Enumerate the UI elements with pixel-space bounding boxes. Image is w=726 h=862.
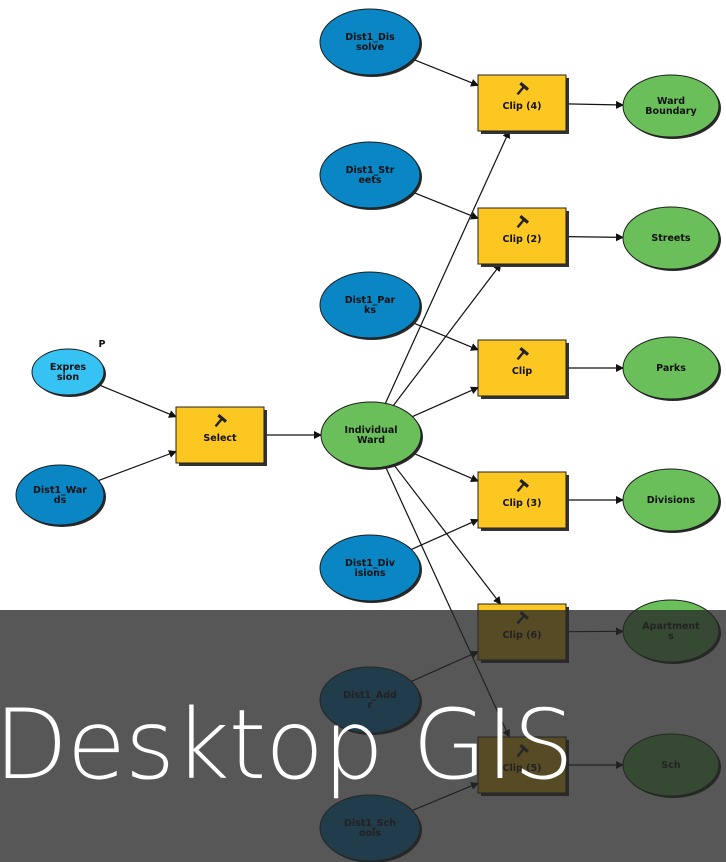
connector-dist1_dissolve-to-clip4 xyxy=(412,58,479,87)
node-label: Dist1_Div xyxy=(345,558,396,569)
connector-individual_ward-to-clip3 xyxy=(412,452,479,482)
node-label: Dist1_War xyxy=(33,485,87,496)
node-label: ks xyxy=(364,305,376,316)
parameter-marker: P xyxy=(99,339,106,350)
node-dist1-divisions[interactable]: Dist1_Divisions xyxy=(319,534,422,603)
node-label: Ward xyxy=(657,96,685,107)
connector-individual_ward-to-clip4 xyxy=(384,130,511,404)
node-clip4[interactable]: Clip (4) xyxy=(477,74,569,134)
node-divisions[interactable]: Divisions xyxy=(622,468,721,533)
node-label: Dist1_Par xyxy=(345,295,396,306)
node-label: Divisions xyxy=(647,495,696,506)
connector-dist1_wards-to-select xyxy=(98,450,177,482)
node-label: Clip (4) xyxy=(503,101,542,112)
connector-clip4-to-ward_boundary xyxy=(565,100,625,109)
connector-expression-to-select xyxy=(97,383,177,418)
node-clip[interactable]: Clip xyxy=(477,339,569,399)
connector-individual_ward-to-clip2 xyxy=(392,263,502,406)
node-select[interactable]: Select xyxy=(175,406,267,466)
connector-individual_ward-to-clip xyxy=(412,386,479,418)
node-label: Parks xyxy=(656,363,686,374)
node-label: Dist1_Str xyxy=(346,165,395,176)
node-streets[interactable]: Streets xyxy=(622,206,721,271)
node-label: isions xyxy=(354,568,385,579)
connector-dist1_streets-to-clip2 xyxy=(412,191,479,220)
node-label: Streets xyxy=(651,233,690,244)
node-label: solve xyxy=(356,42,384,53)
node-label: eets xyxy=(358,175,381,186)
node-label: Boundary xyxy=(645,106,697,117)
overlay-title: Desktop GIS xyxy=(0,689,574,801)
node-parks[interactable]: Parks xyxy=(622,336,721,401)
connector-dist1_divisions-to-clip3 xyxy=(411,518,479,551)
node-label: Expres xyxy=(50,362,87,373)
connector-individual_ward-to-clip6 xyxy=(393,464,502,605)
node-label: ds xyxy=(54,495,67,506)
node-label: Dist1_Dis xyxy=(345,32,395,43)
node-label: Select xyxy=(203,433,237,444)
connector-clip2-to-streets xyxy=(565,233,625,242)
node-label: Clip (2) xyxy=(503,234,542,245)
title-overlay-band xyxy=(0,610,726,862)
node-label: sion xyxy=(57,372,79,383)
connector-dist1_parks-to-clip xyxy=(412,321,479,351)
node-dist1-parks[interactable]: Dist1_Parks xyxy=(319,271,422,340)
node-label: Individual xyxy=(344,425,397,436)
node-clip3[interactable]: Clip (3) xyxy=(477,471,569,531)
node-clip2[interactable]: Clip (2) xyxy=(477,207,569,267)
node-label: Clip xyxy=(512,366,532,377)
node-label: Ward xyxy=(357,435,385,446)
node-dist1-streets[interactable]: Dist1_Streets xyxy=(319,141,422,210)
node-label: Clip (3) xyxy=(503,498,542,509)
